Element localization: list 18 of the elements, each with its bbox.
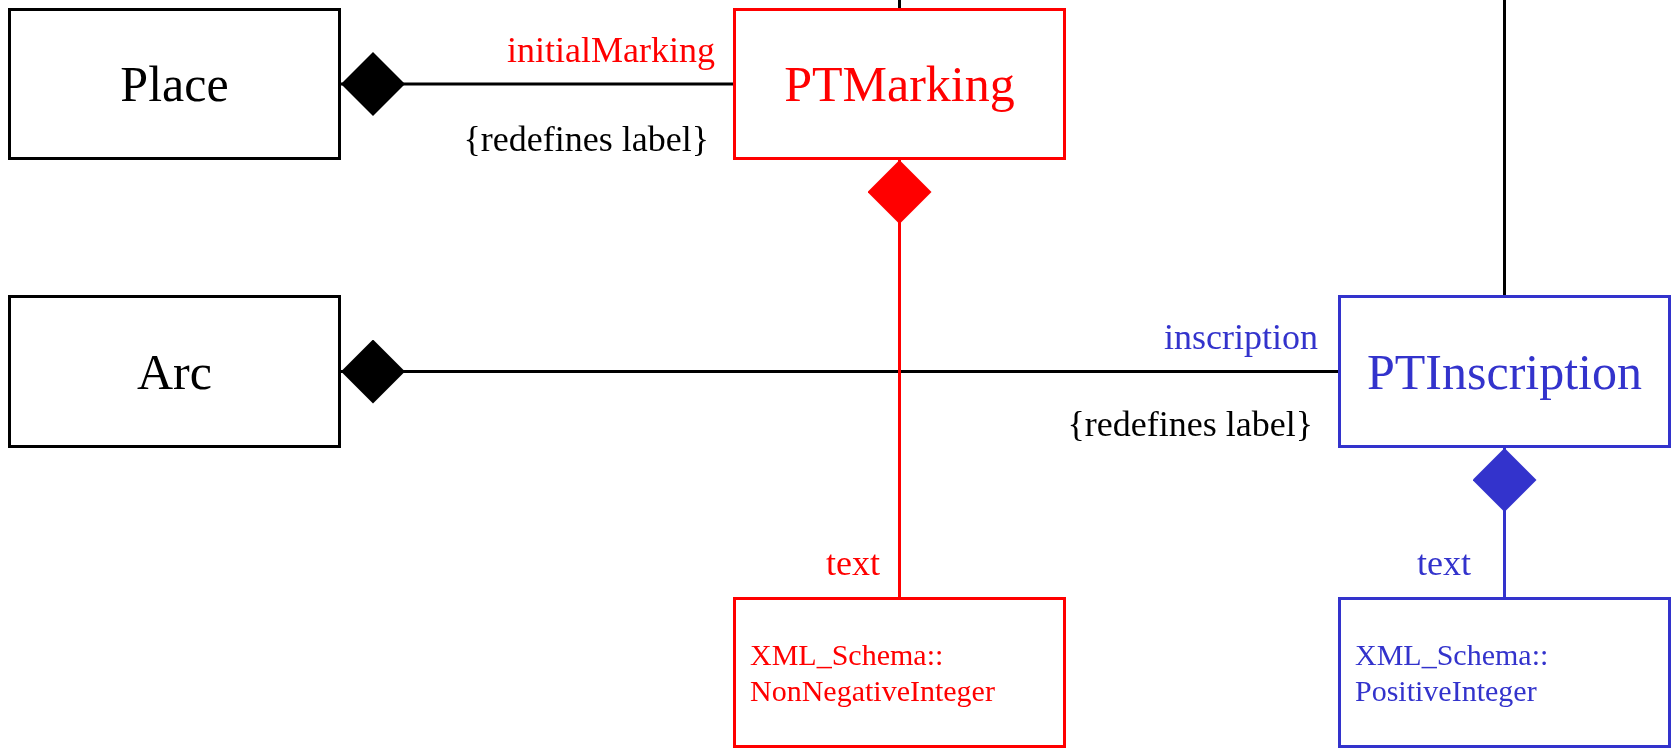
class-name: XML_Schema:: NonNegativeInteger xyxy=(750,636,996,709)
class-box xyxy=(1338,295,1671,448)
association-line xyxy=(898,0,901,8)
class-box xyxy=(8,295,341,448)
composition-line xyxy=(1472,448,1537,597)
class-box xyxy=(733,8,1066,160)
composition-line xyxy=(341,52,733,116)
class-box xyxy=(1338,597,1671,748)
class-name: PTInscription xyxy=(1367,342,1642,402)
class-name: Arc xyxy=(137,342,212,402)
class-box xyxy=(8,8,341,160)
composition-line xyxy=(867,160,932,597)
class-box xyxy=(733,597,1066,748)
association-line xyxy=(1503,0,1506,295)
class-name: PTMarking xyxy=(784,55,1015,114)
class-name: Place xyxy=(120,55,229,114)
composition-line xyxy=(341,339,1338,404)
class-name: XML_Schema:: PositiveInteger xyxy=(1355,636,1550,709)
